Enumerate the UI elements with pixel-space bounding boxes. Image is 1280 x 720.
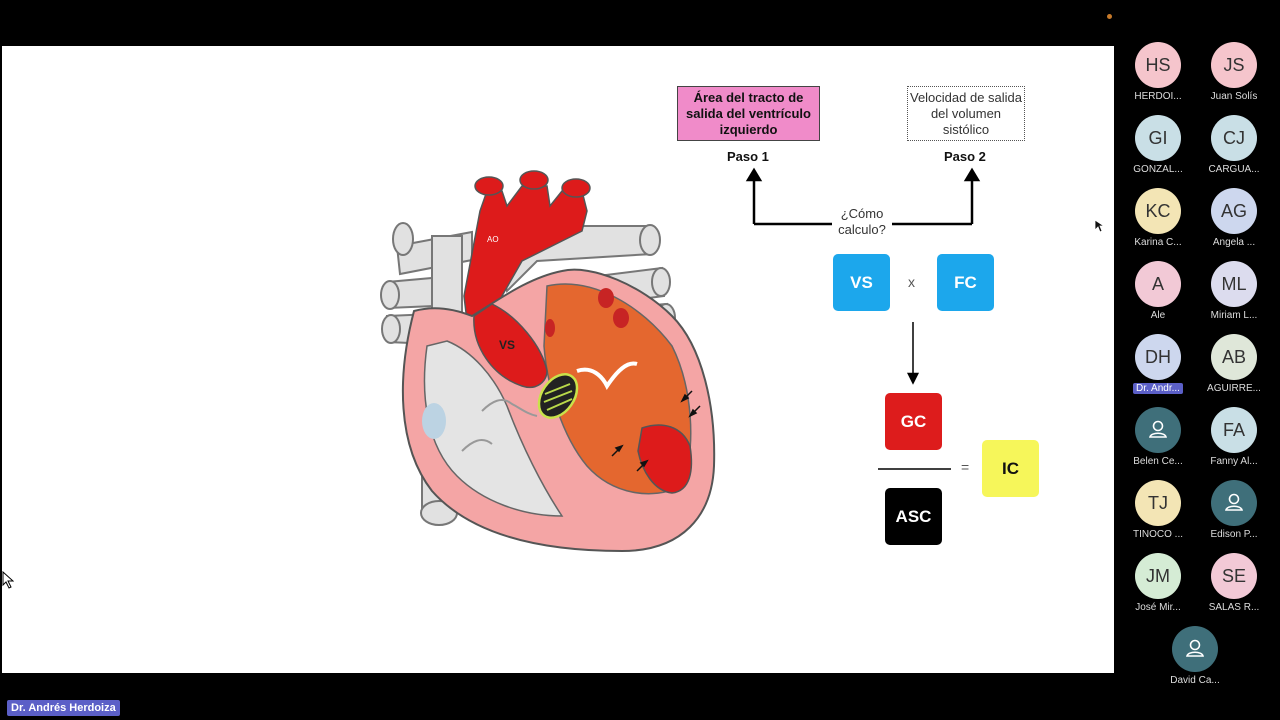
avatar-initials: HS — [1145, 54, 1171, 75]
avatar: AB — [1211, 334, 1257, 380]
status-dot — [1107, 14, 1112, 19]
heart-diagram: AO VS — [380, 167, 981, 553]
participant-tile[interactable]: KC Karina C... — [1118, 188, 1198, 248]
participant-name: Edison P... — [1210, 529, 1258, 540]
operator-equals: = — [961, 459, 970, 475]
flow-connectors — [745, 167, 981, 470]
avatar-initials: KC — [1145, 200, 1171, 221]
participant-tile[interactable]: FA Fanny Al... — [1194, 407, 1274, 467]
participant-tile[interactable]: JS Juan Solís — [1194, 42, 1274, 102]
avatar-initials: ML — [1221, 273, 1247, 294]
avatar — [1172, 626, 1218, 672]
question-label: ¿Cómo calculo? — [834, 206, 890, 238]
tile-asc: ASC — [885, 488, 942, 545]
outflow-tract — [473, 303, 548, 388]
step2-box: Velocidad de salida del volumen sistólic… — [907, 86, 1025, 141]
step2-text: Velocidad de salida del volumen sistólic… — [909, 89, 1023, 137]
participant-name: Ale — [1150, 310, 1166, 321]
avatar-initials: FA — [1222, 419, 1245, 440]
person-icon — [1149, 420, 1167, 438]
tile-gc: GC — [885, 393, 942, 450]
vessel-left-upper-end — [392, 222, 414, 256]
participant-tile[interactable]: GI GONZAL... — [1118, 115, 1198, 175]
avatar-initials: TJ — [1148, 492, 1168, 513]
participant-name: Belen Ce... — [1133, 456, 1183, 467]
avatar: JS — [1211, 42, 1257, 88]
tile-ic: IC — [982, 440, 1039, 497]
avatar: ML — [1211, 261, 1257, 307]
avatar: CJ — [1211, 115, 1257, 161]
avatar: DH — [1135, 334, 1181, 380]
person-icon — [1225, 493, 1243, 511]
participant-tile[interactable]: TJ TINOCO ... — [1118, 480, 1198, 540]
avatar: AG — [1211, 188, 1257, 234]
participant-tile[interactable]: DH Dr. Andr... — [1118, 334, 1198, 399]
participant-name: Angela ... — [1212, 237, 1256, 248]
participant-name: Karina C... — [1134, 237, 1182, 248]
step1-text: Área del tracto de salida del ventrículo… — [686, 89, 811, 137]
participant-name: Miriam L... — [1210, 310, 1258, 321]
avatar-initials: AG — [1220, 200, 1247, 221]
tile-vs: VS — [833, 254, 890, 311]
right-ventricle — [423, 340, 564, 517]
participant-tile[interactable]: AG Angela ... — [1194, 188, 1274, 248]
avatar-initials: AB — [1221, 346, 1246, 367]
participant-tile[interactable]: Belen Ce... — [1118, 407, 1198, 467]
participant-name: GONZAL... — [1133, 164, 1183, 175]
mouse-cursor-icon — [2, 571, 14, 589]
right-atrium-shading — [422, 403, 446, 439]
paso2-label: Paso 2 — [944, 149, 986, 164]
participant-tile[interactable]: CJ CARGUA... — [1194, 115, 1274, 175]
heart-label-vs: VS — [499, 338, 515, 352]
avatar — [1211, 480, 1257, 526]
left-ventricle-blood — [637, 424, 693, 494]
participant-tile[interactable]: A Ale — [1118, 261, 1198, 321]
participant-tile[interactable]: David Ca... — [1155, 626, 1235, 686]
top-bar — [0, 0, 1115, 46]
participant-tile[interactable]: ML Miriam L... — [1194, 261, 1274, 321]
tile-fc: FC — [937, 254, 994, 311]
step1-box: Área del tracto de salida del ventrículo… — [677, 86, 820, 141]
avatar: TJ — [1135, 480, 1181, 526]
participant-tile[interactable]: JM José Mir... — [1118, 553, 1198, 613]
avatar: JM — [1135, 553, 1181, 599]
mitral-valve — [576, 361, 638, 390]
participant-tile[interactable]: SE SALAS R... — [1194, 553, 1274, 613]
avatar: A — [1135, 261, 1181, 307]
participant-tile[interactable]: Edison P... — [1194, 480, 1274, 540]
participant-name: Dr. Andr... — [1133, 383, 1183, 394]
heart-label-ao: AO — [487, 235, 499, 244]
participant-name: AGUIRRE... — [1207, 383, 1261, 394]
avatar-initials: DH — [1145, 346, 1171, 367]
avatar: KC — [1135, 188, 1181, 234]
paso1-label: Paso 1 — [727, 149, 769, 164]
participant-name: TINOCO ... — [1133, 529, 1183, 540]
avatar: SE — [1211, 553, 1257, 599]
participant-name: HERDOI... — [1134, 91, 1182, 102]
participant-tile[interactable]: HS HERDOI... — [1118, 42, 1198, 102]
avatar-initials: GI — [1148, 127, 1168, 148]
avatar-initials: A — [1151, 273, 1164, 294]
participant-name: Fanny Al... — [1210, 456, 1258, 467]
avatar: HS — [1135, 42, 1181, 88]
participant-tile[interactable]: AB AGUIRRE... — [1194, 334, 1274, 394]
operator-multiply: x — [908, 274, 915, 290]
avatar-initials: JS — [1223, 54, 1245, 75]
avatar-initials: JM — [1146, 565, 1170, 586]
participant-name: David Ca... — [1170, 675, 1220, 686]
avatar: GI — [1135, 115, 1181, 161]
shared-screen-slide: AO VS Área del tracto de salida del vent… — [2, 46, 1114, 673]
person-icon — [1186, 639, 1204, 657]
speaker-name-label: Dr. Andrés Herdoiza — [7, 700, 120, 716]
avatar — [1135, 407, 1181, 453]
avatar-initials: CJ — [1223, 127, 1245, 148]
participant-name: SALAS R... — [1208, 602, 1260, 613]
avatar: FA — [1211, 407, 1257, 453]
participant-name: Juan Solís — [1210, 91, 1258, 102]
mouse-cursor-icon — [1094, 219, 1104, 233]
participant-name: CARGUA... — [1208, 164, 1260, 175]
participant-name: José Mir... — [1135, 602, 1181, 613]
avatar-initials: SE — [1221, 565, 1246, 586]
